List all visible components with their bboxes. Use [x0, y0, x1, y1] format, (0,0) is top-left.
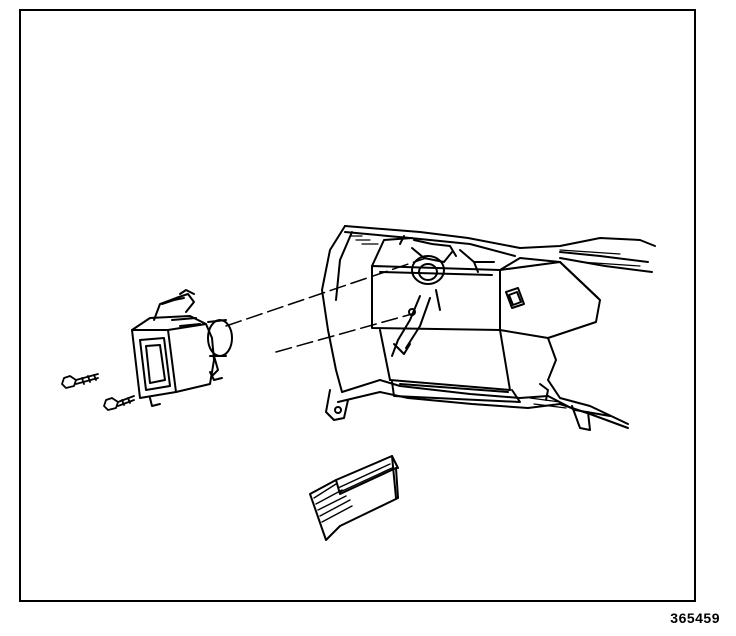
alignment-leader-lines	[225, 257, 427, 353]
screw-icon	[61, 373, 99, 389]
air-duct-outlet	[131, 289, 233, 407]
housing-shading	[349, 235, 641, 409]
arrow-shading	[313, 463, 393, 523]
screw-icon	[103, 395, 135, 411]
figure-id-label: 365459	[670, 610, 720, 626]
front-direction-arrow-icon	[309, 455, 399, 541]
hvac-module-housing	[321, 225, 656, 431]
